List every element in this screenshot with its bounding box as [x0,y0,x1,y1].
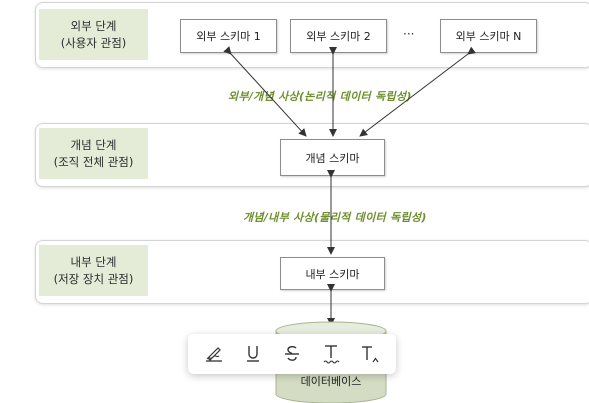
internal-schema: 내부 스키마 [280,257,385,290]
external-level-title: 외부 단계 [70,18,117,33]
arrow-ext1-conceptual [223,46,307,137]
schema-ellipsis: ··· [403,27,415,41]
annotation-toolbar [188,334,396,374]
arrow-extn-conceptual [359,46,476,137]
text-insert-icon[interactable] [356,340,384,368]
conceptual-level-subtitle: (조직 전체 관점) [53,154,134,169]
internal-level-label: 내부 단계 (저장 장치 관점) [39,245,148,296]
external-level-label: 외부 단계 (사용자 관점) [39,9,148,60]
internal-level-title: 내부 단계 [70,254,117,269]
strikethrough-icon[interactable] [278,340,306,368]
database-label: 데이터베이스 [300,375,362,388]
external-level-subtitle: (사용자 관점) [60,35,127,50]
conceptual-level-label: 개념 단계 (조직 전체 관점) [39,128,148,179]
internal-level-subtitle: (저장 장치 관점) [53,271,134,286]
squiggly-underline-icon[interactable] [317,340,345,368]
external-schema-n: 외부 스키마 N [440,19,537,53]
underline-icon[interactable] [239,340,267,368]
conceptual-schema: 개념 스키마 [280,139,385,176]
conceptual-level-title: 개념 단계 [70,137,117,152]
signature-icon[interactable] [200,340,228,368]
